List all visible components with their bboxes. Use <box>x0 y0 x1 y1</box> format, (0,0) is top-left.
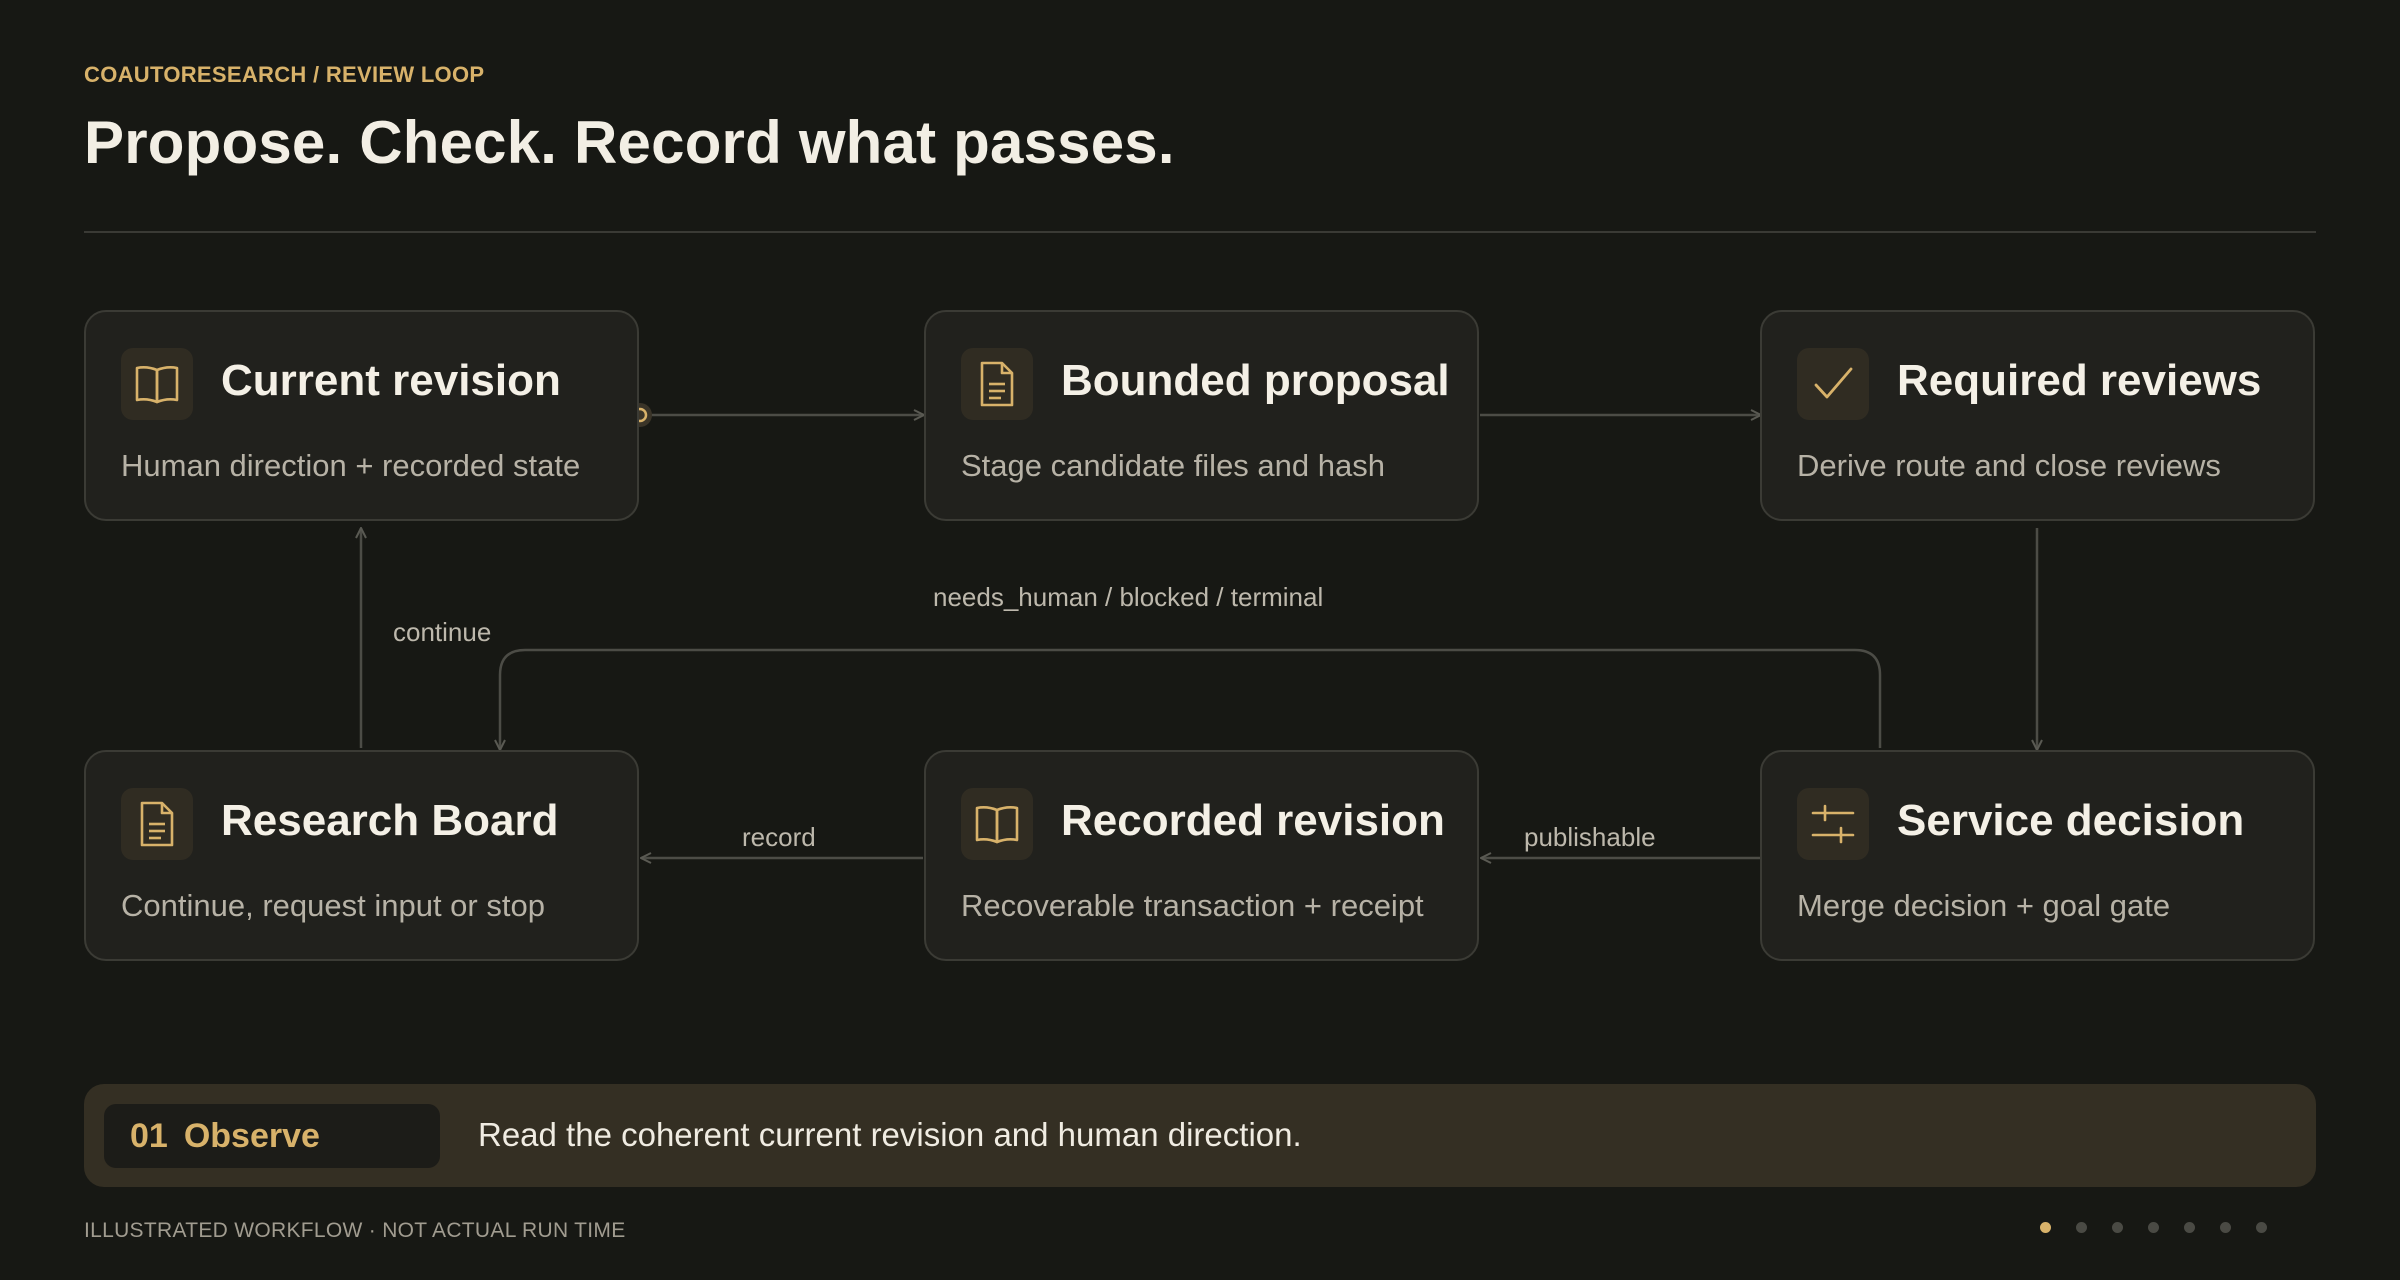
check-icon <box>1797 348 1869 420</box>
node-title: Service decision <box>1897 796 2245 845</box>
node-service-decision[interactable]: Service decision Merge decision + goal g… <box>1760 750 2315 961</box>
edge-label-publishable: publishable <box>1524 822 1656 852</box>
node-subtitle: Merge decision + goal gate <box>1797 888 2171 923</box>
pagination-dots <box>2040 1222 2292 1233</box>
eyebrow-label: COAUTORESEARCH / REVIEW LOOP <box>84 62 485 87</box>
pagination-dot-6[interactable] <box>2220 1222 2231 1233</box>
edge-decision-to-board <box>500 648 1882 750</box>
node-subtitle: Stage candidate files and hash <box>961 448 1385 483</box>
step-description: Read the coherent current revision and h… <box>478 1116 1302 1153</box>
header-divider <box>84 231 2316 233</box>
step-name: Observe <box>183 1116 320 1155</box>
node-subtitle: Human direction + recorded state <box>121 448 581 483</box>
pagination-dot-3[interactable] <box>2112 1222 2123 1233</box>
node-recorded-revision[interactable]: Recorded revision Recoverable transactio… <box>924 750 1479 961</box>
pagination-dot-2[interactable] <box>2076 1222 2087 1233</box>
page-title: Propose. Check. Record what passes. <box>84 109 1175 176</box>
node-research-board[interactable]: Research Board Continue, request input o… <box>84 750 639 961</box>
node-subtitle: Recoverable transaction + receipt <box>961 888 1424 923</box>
document-icon <box>121 788 193 860</box>
node-required-reviews[interactable]: Required reviews Derive route and close … <box>1760 310 2315 521</box>
node-title: Current revision <box>221 356 561 405</box>
node-title: Required reviews <box>1897 356 2262 405</box>
step-bar: 01 Observe Read the coherent current rev… <box>84 1084 2316 1187</box>
book-icon <box>121 348 193 420</box>
pagination-dot-7[interactable] <box>2256 1222 2267 1233</box>
edge-label-needs-human: needs_human / blocked / terminal <box>933 582 1324 612</box>
pagination-dot-5[interactable] <box>2184 1222 2195 1233</box>
sliders-icon <box>1797 788 1869 860</box>
edge-label-continue: continue <box>393 617 492 647</box>
node-current-revision[interactable]: Current revision Human direction + recor… <box>84 310 639 521</box>
book-icon <box>961 788 1033 860</box>
footer-caption: ILLUSTRATED WORKFLOW · NOT ACTUAL RUN TI… <box>84 1219 626 1242</box>
node-subtitle: Continue, request input or stop <box>121 888 545 923</box>
step-number: 01 <box>130 1116 168 1155</box>
node-title: Recorded revision <box>1061 796 1445 845</box>
node-bounded-proposal[interactable]: Bounded proposal Stage candidate files a… <box>924 310 1479 521</box>
pagination-dot-1[interactable] <box>2040 1222 2051 1233</box>
pagination-dot-4[interactable] <box>2148 1222 2159 1233</box>
node-title: Research Board <box>221 796 559 845</box>
document-icon <box>961 348 1033 420</box>
step-pill: 01 Observe <box>104 1104 440 1168</box>
node-subtitle: Derive route and close reviews <box>1797 448 2221 483</box>
node-title: Bounded proposal <box>1061 356 1450 405</box>
edge-label-record: record <box>742 822 816 852</box>
